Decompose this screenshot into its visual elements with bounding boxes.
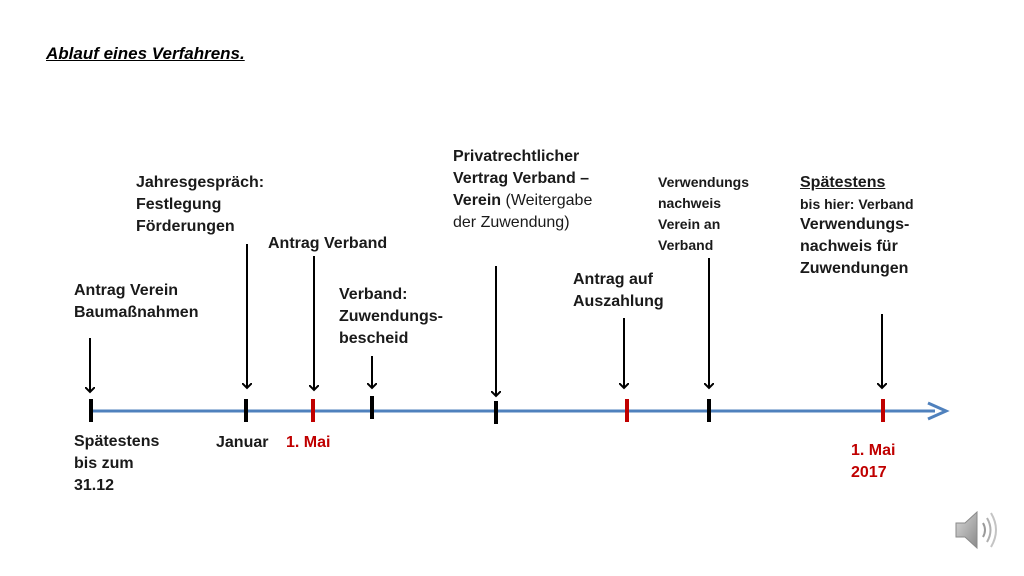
slide-title: Ablauf eines Verfahrens. bbox=[46, 44, 245, 63]
label-vertrag: Privatrechtlicher Vertrag Verband – Vere… bbox=[453, 148, 593, 231]
label-antrag-verband: Antrag Verband bbox=[268, 235, 388, 252]
label-verband-bescheid: Verband:Zuwendungs-bescheid bbox=[339, 286, 443, 347]
label-spaetestens-verband: Spätestens bis hier: Verband Verwendungs… bbox=[800, 174, 914, 277]
label-januar: Januar bbox=[216, 434, 269, 451]
label-1-mai: 1. Mai bbox=[286, 434, 331, 451]
axis-arrowhead bbox=[927, 401, 950, 421]
speaker-icon[interactable] bbox=[952, 506, 1004, 559]
